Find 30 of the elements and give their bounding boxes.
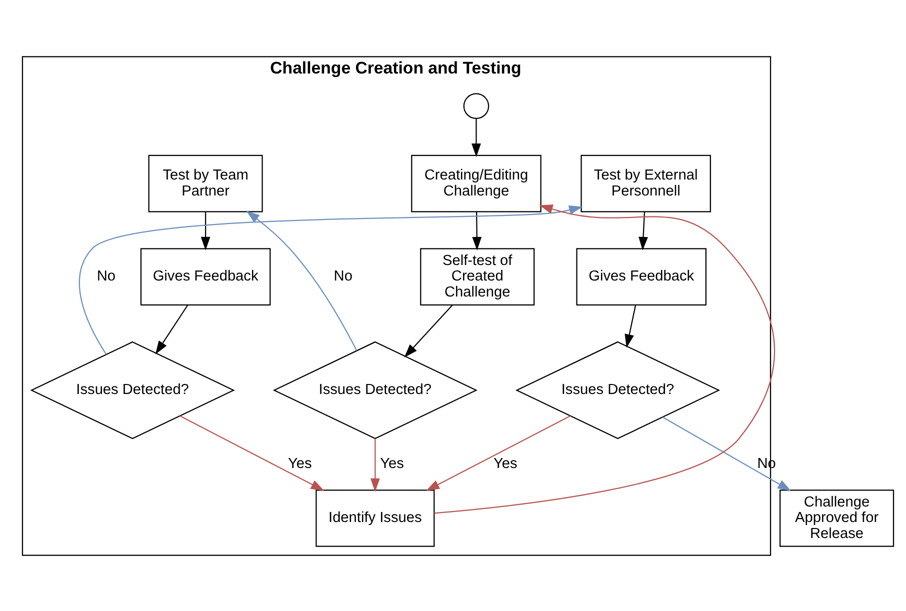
arrow [246,210,357,350]
node-diamond: Issues Detected? [514,340,720,439]
node-box: Test by Team Partner [148,154,262,212]
node-box: Creating/Editing Challenge [410,154,541,212]
node-box: Challenge Approved for Release [779,489,894,546]
arrow [471,118,480,156]
arrow [434,204,774,514]
edge-label: Yes [380,456,404,472]
arrow [78,204,582,354]
node-box: Self-test of Created Challenge [420,248,534,305]
arrow [472,211,482,250]
arrow [154,304,188,354]
arrow [425,414,570,490]
edge-label: Yes [288,456,312,472]
node-box: Gives Feedback [140,248,270,305]
arrow [179,414,324,490]
node-box: Test by External Personnell [580,154,710,212]
node-diamond: Issues Detected? [272,340,477,439]
arrow [370,438,380,492]
node-box: Gives Feedback [576,248,706,305]
arrow [638,211,648,250]
arrow [624,304,636,348]
arrow [200,212,210,250]
edge-label: No [333,268,352,284]
arrow [404,304,452,357]
node-box: Identify Issues [315,489,434,546]
edge-label: No [96,268,115,284]
edge-label: Yes [493,456,517,472]
arrow [662,416,791,490]
node-circle [462,92,489,118]
